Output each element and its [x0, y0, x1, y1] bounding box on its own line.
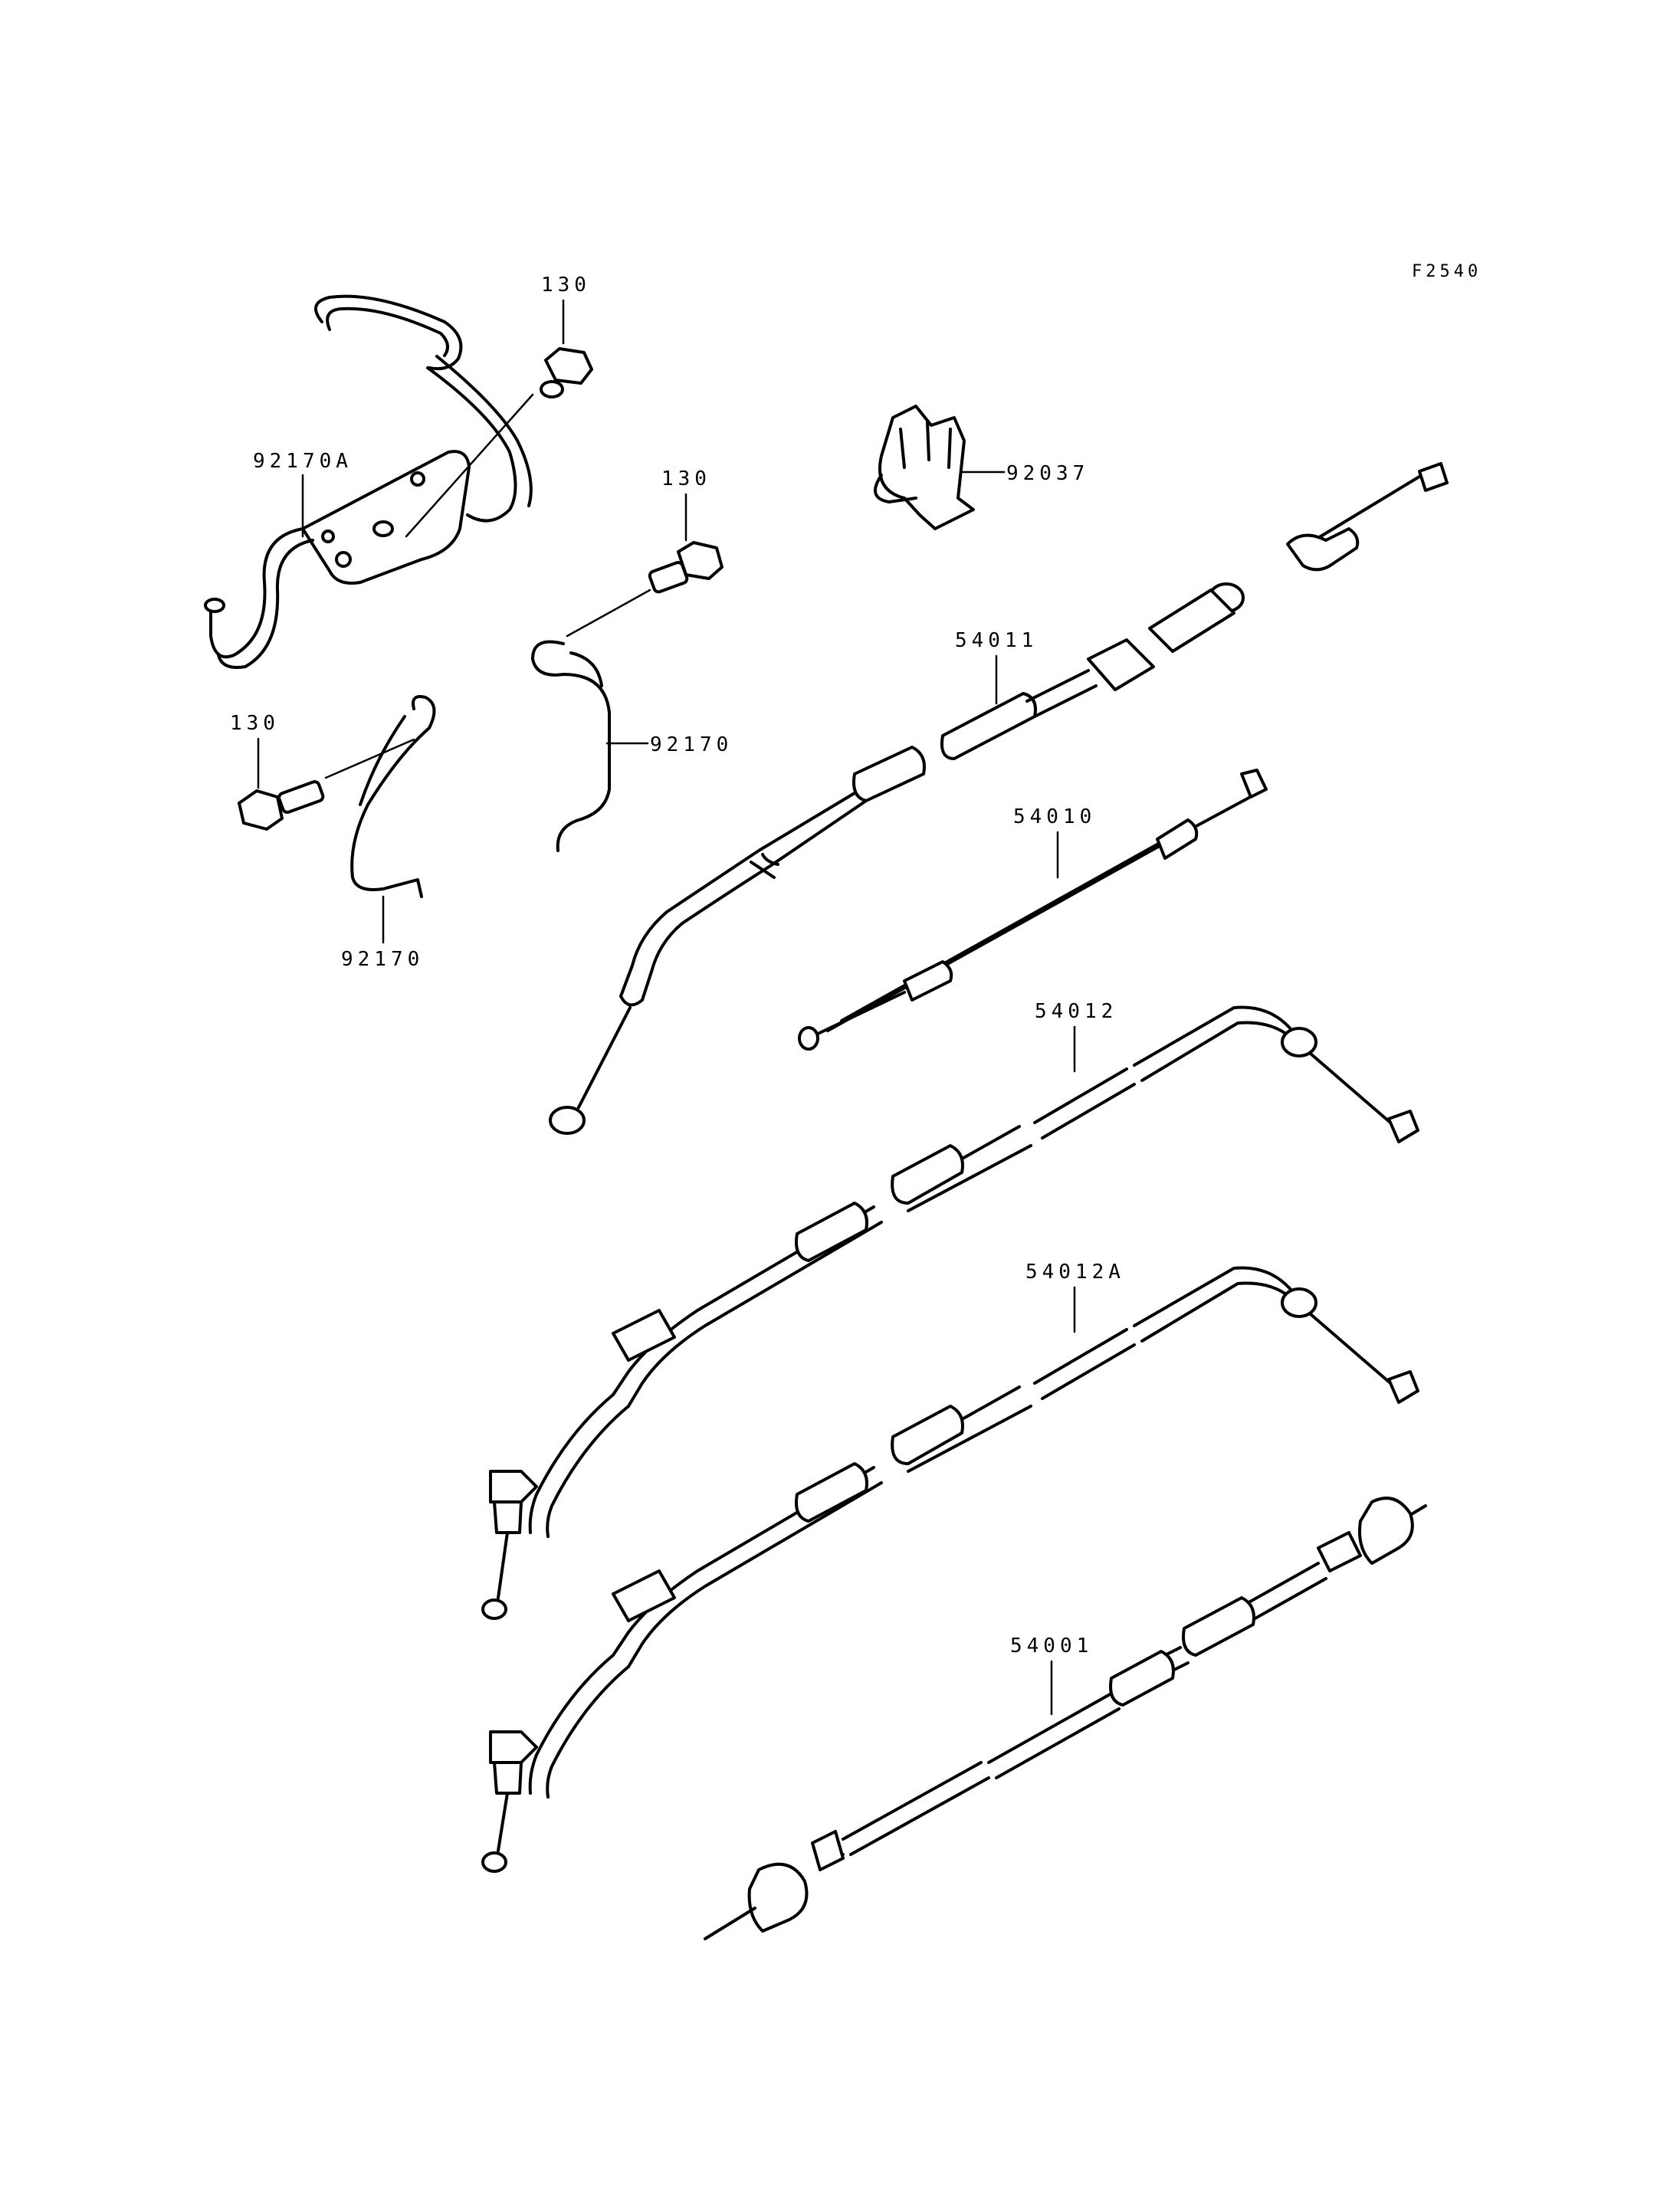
label-54010: 54010 [1013, 805, 1096, 828]
label-130-left: 130 [230, 712, 280, 735]
bolt-130-mid [566, 541, 724, 638]
label-92170-right: 92170 [650, 733, 733, 756]
label-92037: 92037 [1006, 462, 1089, 485]
bolt-130-left [238, 738, 415, 831]
leader-lines [257, 299, 1076, 1716]
bolt-130-top [405, 347, 593, 538]
label-54012A: 54012A [1025, 1261, 1125, 1284]
label-130-top: 130 [541, 274, 591, 297]
cable-54012A [481, 1266, 1419, 1873]
label-130-mid: 130 [661, 467, 711, 490]
bracket-92170A [204, 294, 533, 669]
label-54012: 54012 [1035, 1000, 1117, 1023]
wire-92170-right [531, 640, 611, 852]
figure-code: F2540 [1412, 262, 1481, 281]
clamp-92037 [874, 405, 975, 530]
cable-54012 [481, 1005, 1419, 1620]
label-92170A: 92170A [253, 450, 353, 473]
cable-54001 [704, 1497, 1427, 1940]
label-54011: 54011 [955, 629, 1038, 652]
label-92170-left: 92170 [341, 948, 424, 971]
cable-54010 [798, 769, 1268, 1051]
wire-92170-left [350, 695, 436, 898]
cable-54011 [549, 462, 1449, 1135]
label-54001: 54001 [1010, 1635, 1093, 1658]
